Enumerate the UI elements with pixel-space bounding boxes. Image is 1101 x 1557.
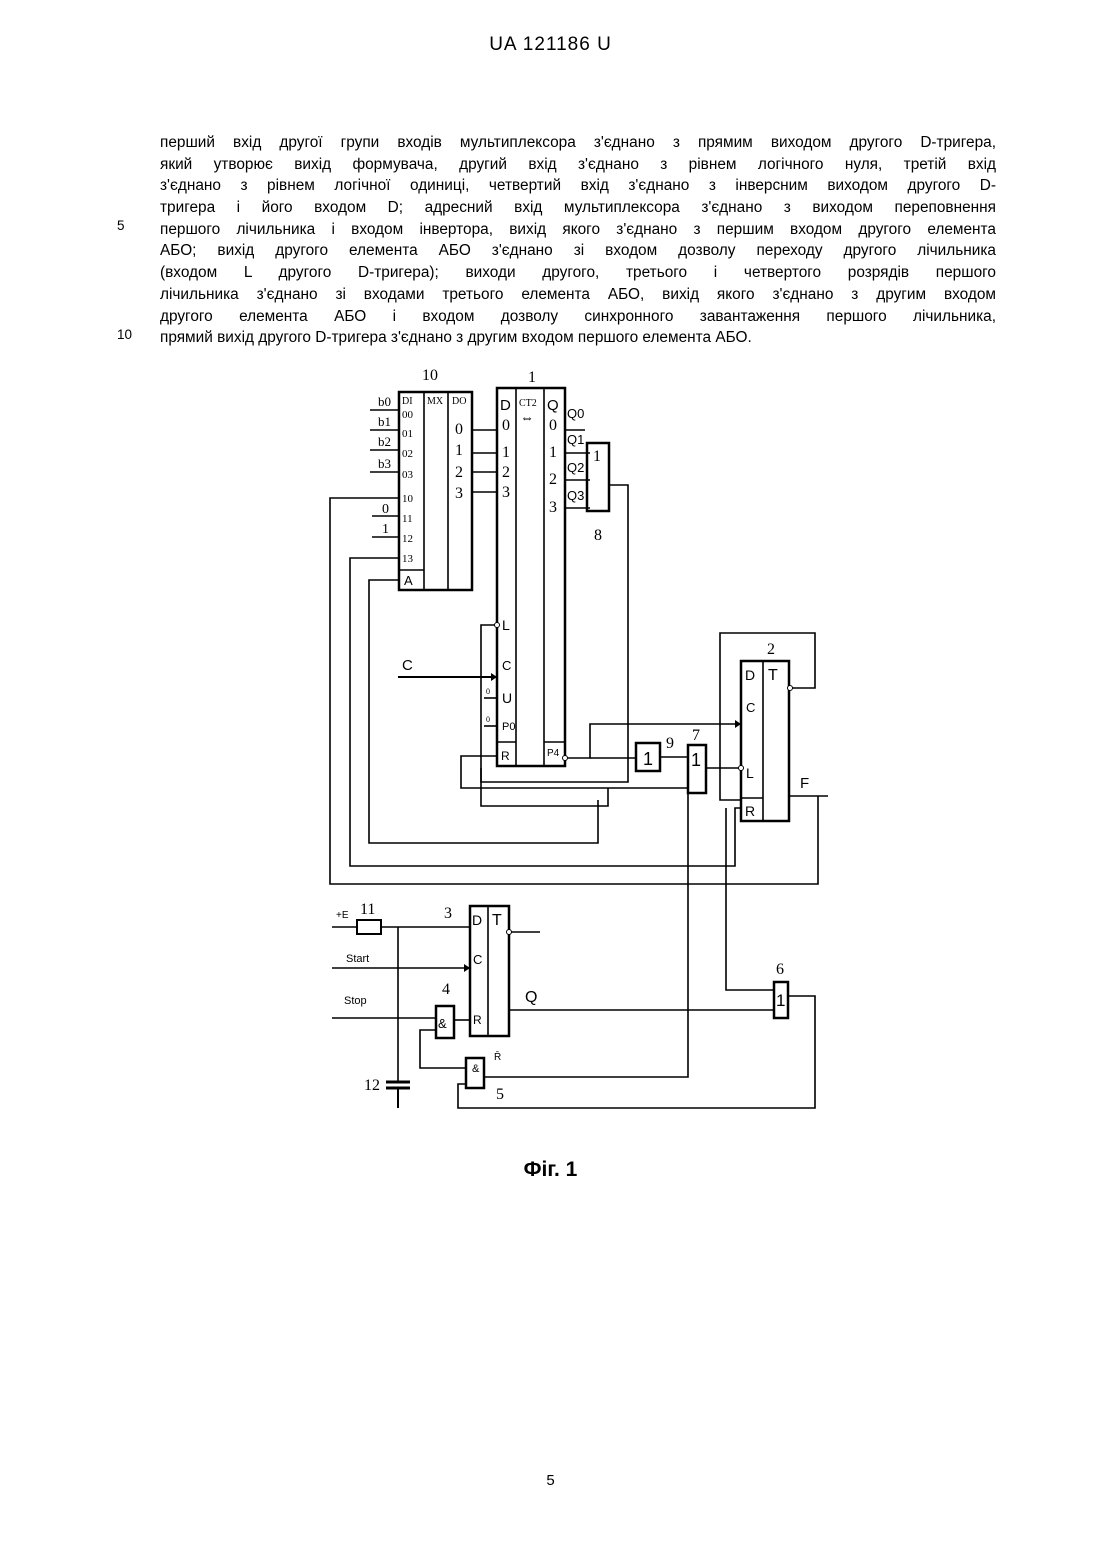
counter-r: R	[501, 749, 510, 763]
input-b2: b2	[378, 434, 391, 449]
output-q3: Q3	[567, 488, 584, 503]
logic-one: 1	[382, 522, 389, 537]
input-dot-icon	[495, 623, 500, 628]
and4-symbol: &	[438, 1016, 447, 1031]
output-q1: Q1	[567, 432, 584, 447]
counter-q: Q	[547, 397, 559, 414]
counter-l: L	[502, 617, 510, 633]
counter-out-label: 1	[549, 444, 557, 461]
counter-in-label: 1	[502, 444, 510, 461]
trig2-number: 2	[767, 641, 775, 658]
trig3-c: C	[473, 952, 482, 967]
start-label: Start	[346, 953, 369, 965]
trig2-l: L	[746, 765, 754, 781]
input-dot-icon	[563, 756, 568, 761]
trig3-d: D	[472, 912, 482, 928]
counter-out-label: 3	[549, 499, 557, 516]
or6-symbol: 1	[776, 991, 785, 1010]
trig2-c: C	[746, 700, 755, 715]
counter-out-label: 0	[549, 417, 557, 434]
trig2-d: D	[745, 667, 755, 683]
trig3-q-label: Q	[525, 989, 537, 1006]
clock-c: C	[402, 657, 413, 674]
counter-c: C	[502, 658, 511, 673]
mux-in-label: 00	[402, 409, 414, 421]
figure-caption: Фіг. 1	[0, 1158, 1101, 1182]
counter-in-label: 2	[502, 464, 510, 481]
stop-label: Stop	[344, 995, 367, 1007]
trig3-r: R	[473, 1013, 482, 1027]
counter-p-input: 0	[486, 715, 490, 724]
counter-d: D	[500, 397, 511, 414]
and4-number: 4	[442, 981, 450, 998]
trig3-number: 3	[444, 905, 452, 922]
mux-di: DI	[402, 396, 413, 407]
mux-in-label: 12	[402, 533, 413, 545]
input-b3: b3	[378, 456, 391, 471]
mux-in-label: 03	[402, 469, 414, 481]
counter-u: U	[502, 690, 512, 706]
input-dot-icon	[507, 930, 512, 935]
trig2-r: R	[745, 803, 755, 819]
counter-number: 1	[528, 369, 536, 386]
mux-in-label: 10	[402, 493, 414, 505]
and5-rbar: R̄	[494, 1050, 501, 1063]
counter-ct: CT2	[519, 398, 537, 409]
trig2-t: T	[768, 667, 778, 684]
input-b1: b1	[378, 414, 391, 429]
mux-in-label: 13	[402, 553, 414, 565]
trig3-t: T	[492, 912, 502, 929]
mux-a-label: A	[404, 573, 413, 588]
output-q2: Q2	[567, 460, 584, 475]
mux-in-label: 11	[402, 513, 413, 525]
mux-number: 10	[422, 367, 438, 384]
input-dot-icon	[739, 766, 744, 771]
inv9-symbol: 1	[643, 749, 653, 769]
counter-p4: P4	[547, 748, 560, 759]
counter-in-label: 0	[502, 417, 510, 434]
counter-arrows: ⇔	[520, 411, 534, 426]
supply-e: +E	[336, 910, 349, 921]
res11-number: 11	[360, 901, 375, 918]
mux-out-label: 0	[455, 421, 463, 438]
mux-in-label: 02	[402, 448, 413, 460]
output-f: F	[800, 775, 809, 792]
input-b0: b0	[378, 394, 391, 409]
or8-symbol: 1	[593, 448, 601, 465]
or7-symbol: 1	[691, 750, 701, 770]
mux-out-label: 2	[455, 464, 463, 481]
output-q0: Q0	[567, 406, 584, 421]
page-number: 5	[0, 1472, 1101, 1489]
and5-number: 5	[496, 1086, 504, 1103]
or8-number: 8	[594, 527, 602, 544]
counter-in-label: 3	[502, 484, 510, 501]
input-dot-icon	[788, 686, 793, 691]
counter-p0: P0	[502, 721, 515, 733]
counter-out-label: 2	[549, 471, 557, 488]
mux-in-label: 01	[402, 428, 413, 440]
or6-number: 6	[776, 961, 784, 978]
mux-out-label: 3	[455, 485, 463, 502]
inv9-number: 9	[666, 735, 674, 752]
mux-do: DO	[452, 396, 466, 407]
and5-symbol: &	[472, 1063, 480, 1075]
cap12-number: 12	[364, 1077, 380, 1094]
mux-out-label: 1	[455, 442, 463, 459]
logic-zero: 0	[382, 502, 389, 517]
or7-number: 7	[692, 727, 700, 744]
mux-mx: MX	[427, 396, 444, 407]
counter-u-input: 0	[486, 687, 490, 696]
